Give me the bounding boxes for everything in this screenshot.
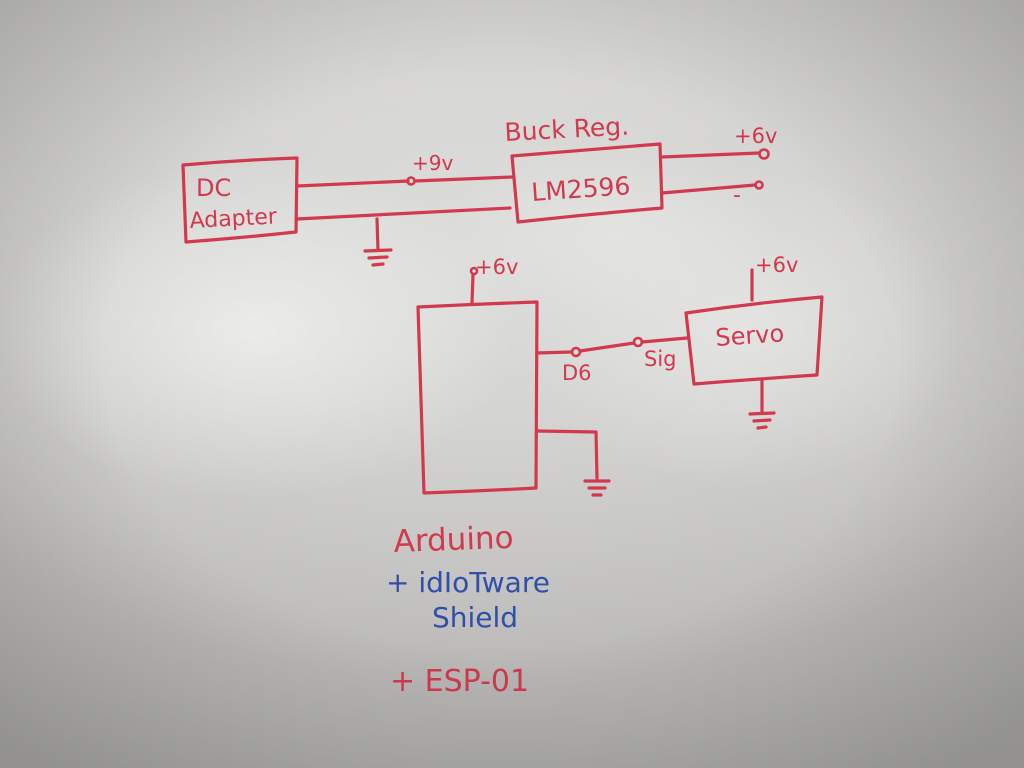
ground-symbol [583,479,611,497]
pin-label: D6 [562,361,592,385]
output-positive-terminal [758,148,770,160]
ground-symbol [363,248,393,267]
ground-drop [375,217,380,252]
arduino-box [416,300,539,495]
arduino-supply-terminal [469,266,479,276]
note-board: Arduino [393,520,514,560]
output-wire-negative [660,183,757,195]
buck-regulator-box [510,142,664,224]
note-shield-line2: Shield [432,601,518,634]
arduino-ground-wire [535,429,599,480]
signal-label: Sig [644,347,677,371]
arduino-supply-lead [470,273,475,305]
output-positive-label: +6v [734,124,777,148]
ground-wire [295,206,512,221]
output-negative-terminal [754,180,764,190]
servo-box [684,295,824,386]
dc-adapter-label-line2: Adapter [189,204,278,234]
ground-symbol [748,411,776,430]
servo-supply-label: +6v [755,253,798,277]
note-shield-line1: + idIoTware [386,566,550,599]
arduino-supply-label: +6v [475,255,518,279]
supply-wire-positive [295,179,410,188]
note-module: + ESP-01 [390,664,529,699]
dc-adapter-label-line1: DC [196,174,231,202]
output-negative-label: - [733,183,741,208]
supply-wire-to-regulator [413,175,514,183]
dc-adapter-box [181,156,299,244]
output-wire-positive [660,151,761,159]
signal-wire-left [535,350,573,355]
signal-wire-right [640,336,689,344]
regulator-title: Buck Reg. [504,112,630,147]
signal-wire-middle [578,341,636,353]
servo-label: Servo [714,319,785,352]
regulator-part-label: LM2596 [530,171,631,207]
supply-voltage-label: +9v [412,151,453,175]
